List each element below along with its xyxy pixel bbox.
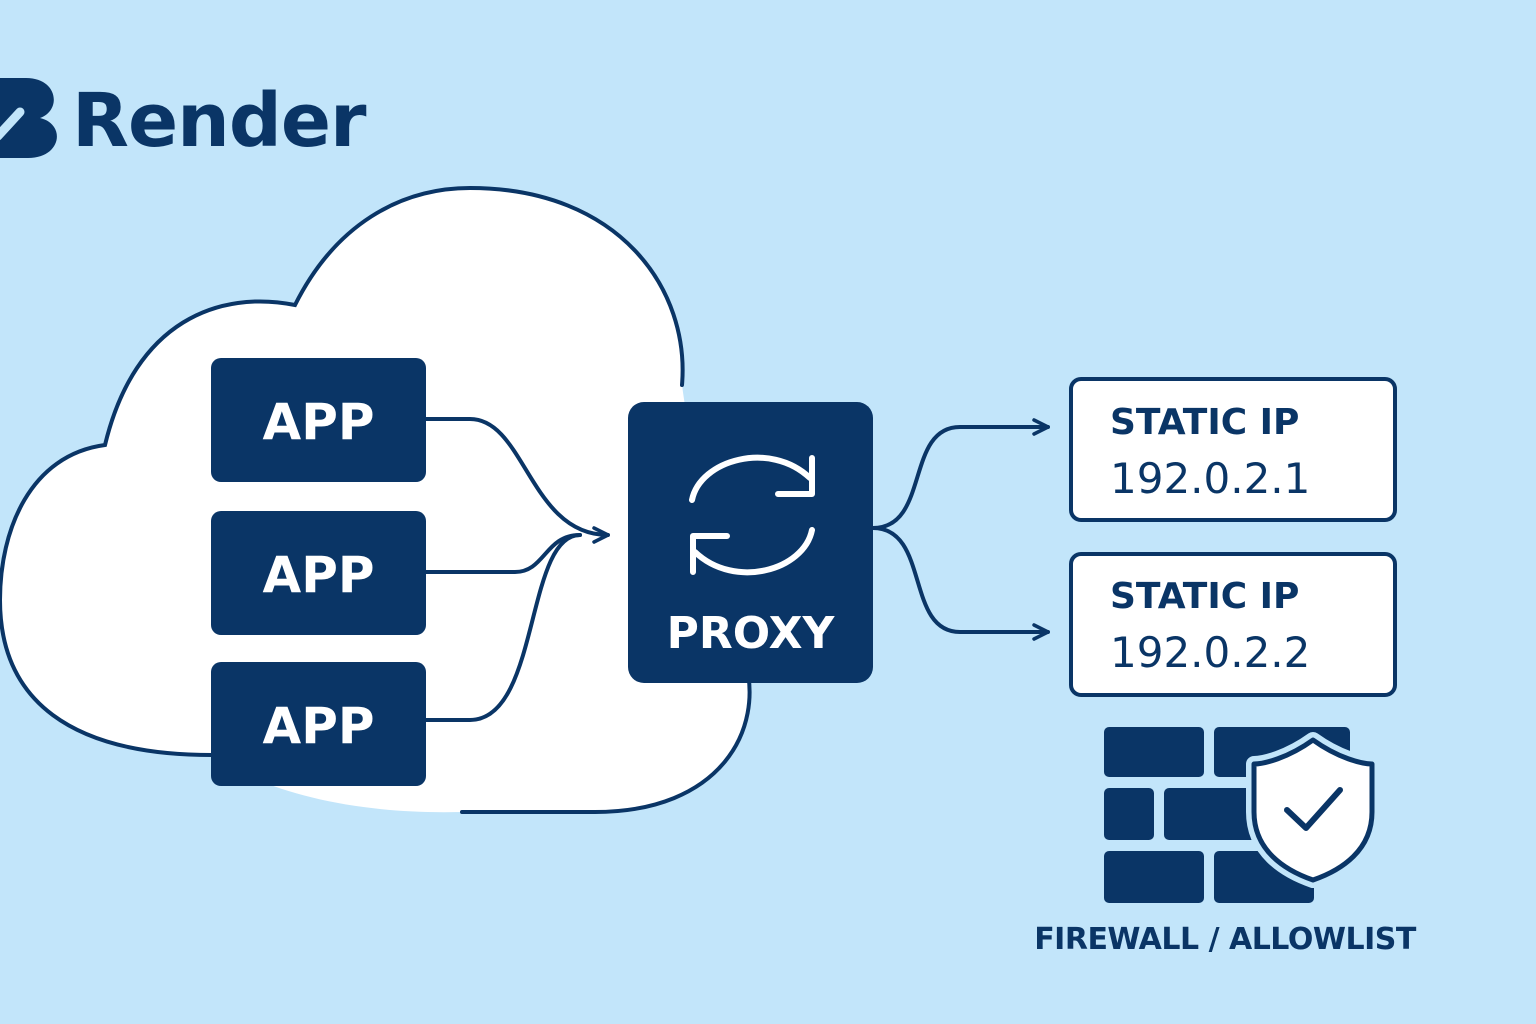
render-logo-icon bbox=[0, 78, 57, 158]
app-to-proxy-connectors bbox=[424, 417, 610, 722]
app-box-1[interactable] bbox=[211, 358, 426, 482]
brand-name[interactable]: Render bbox=[72, 78, 367, 164]
app-label-3: APP bbox=[262, 697, 375, 755]
app-label-1: APP bbox=[262, 393, 375, 451]
app-label-2: APP bbox=[262, 546, 375, 604]
static-ip-address-2: 192.0.2.2 bbox=[1110, 628, 1311, 677]
cloud-outline bbox=[0, 185, 752, 814]
proxy-to-ip-connectors bbox=[871, 418, 1050, 641]
cloud-shape bbox=[0, 188, 750, 813]
static-ip-box-1[interactable] bbox=[1069, 377, 1397, 522]
static-ip-title-2: STATIC IP bbox=[1110, 576, 1300, 617]
static-ip-title-1: STATIC IP bbox=[1110, 402, 1300, 443]
proxy-label: PROXY bbox=[666, 608, 835, 659]
shield-check-icon bbox=[1246, 732, 1380, 888]
static-ip-box-2[interactable] bbox=[1069, 552, 1397, 697]
static-ip-address-1: 192.0.2.1 bbox=[1110, 454, 1311, 503]
firewall-label: FIREWALL / ALLOWLIST bbox=[1034, 922, 1416, 957]
refresh-cycle-icon bbox=[689, 454, 815, 576]
app-box-3[interactable] bbox=[211, 662, 426, 786]
app-box-2[interactable] bbox=[211, 511, 426, 635]
